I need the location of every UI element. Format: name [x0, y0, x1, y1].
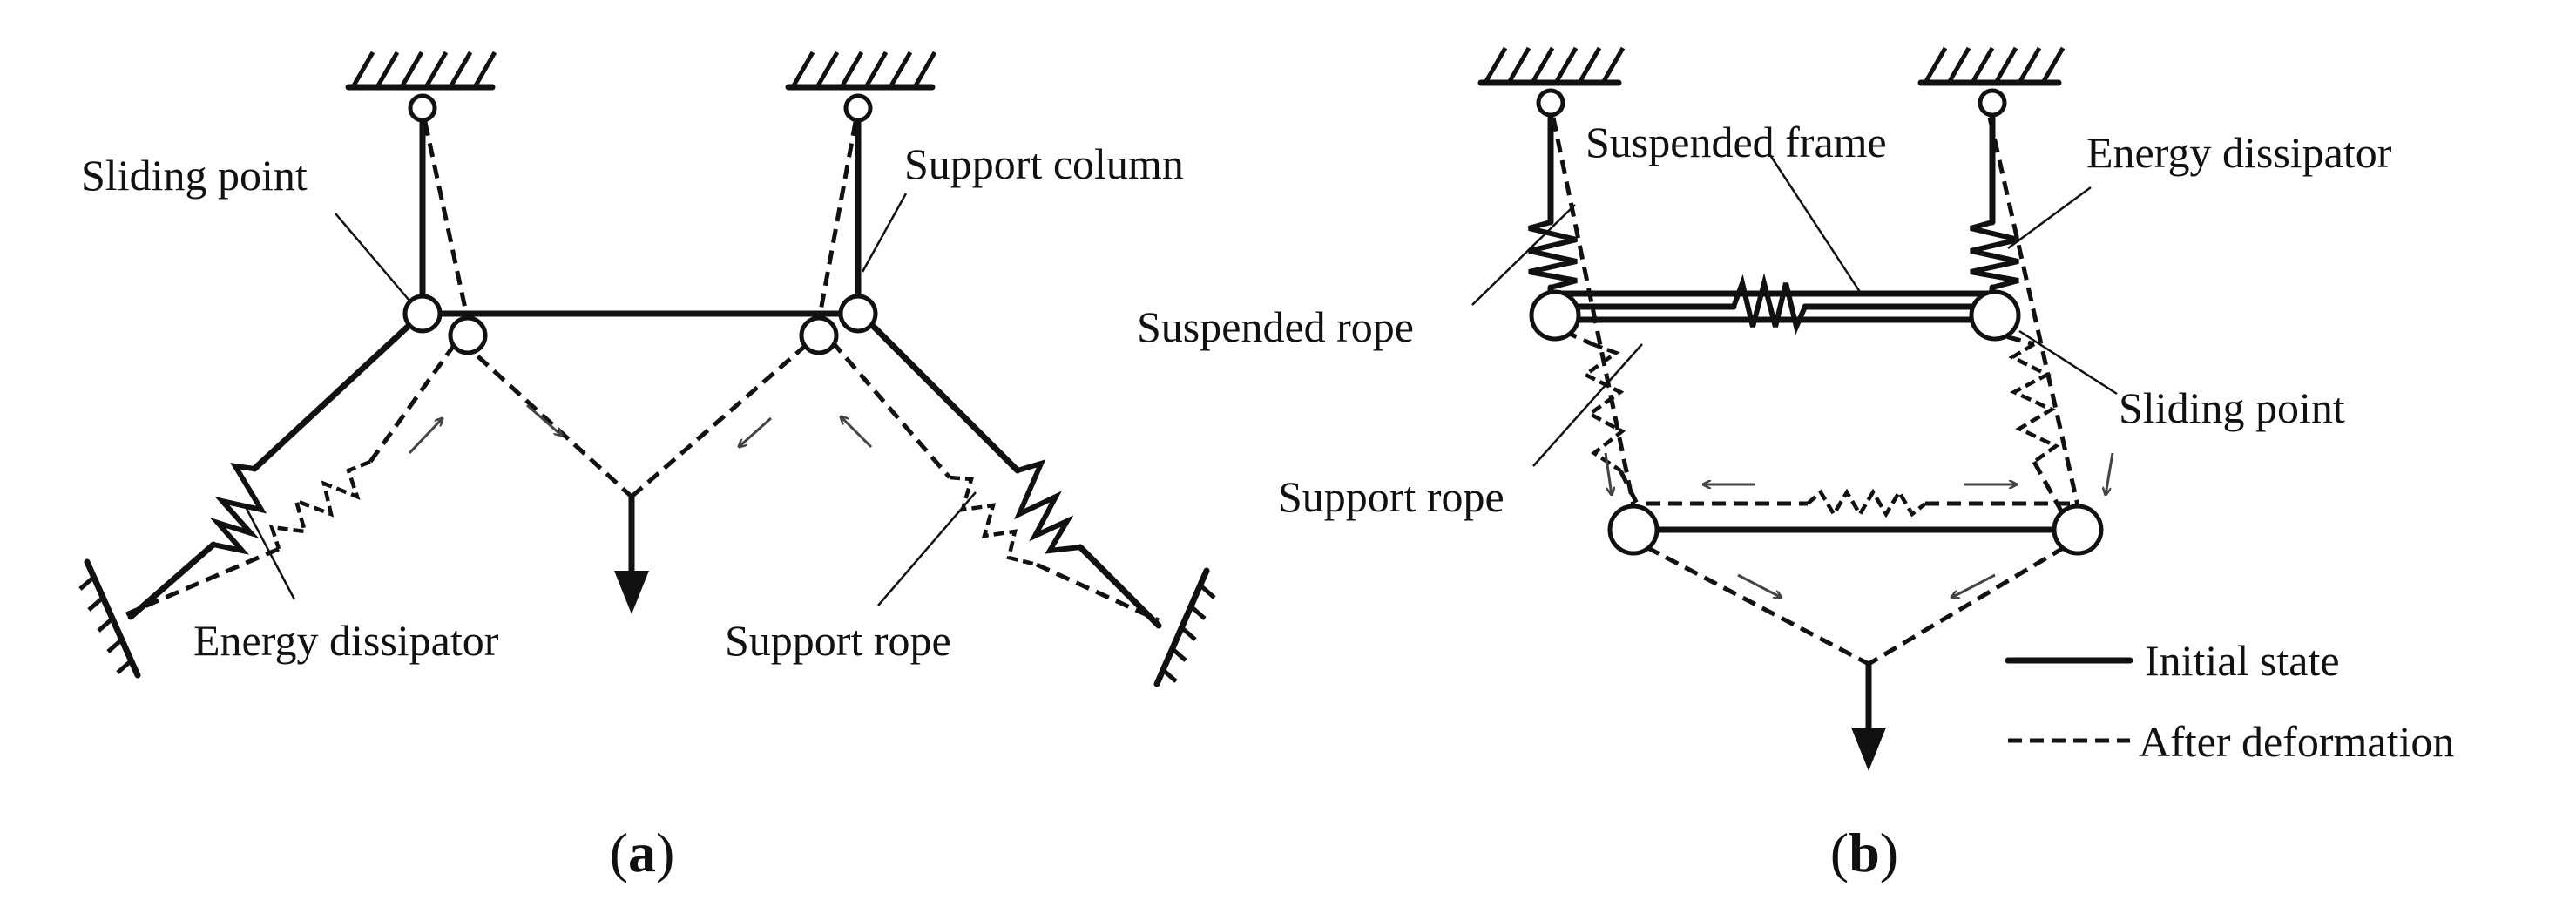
- sliding-point-node: [1529, 289, 1581, 342]
- leader-line: [1767, 152, 1862, 293]
- caption-a: (a): [610, 822, 675, 883]
- label-sliding-point: Sliding point: [81, 151, 308, 200]
- support-rope-right: [870, 323, 1162, 629]
- leader-line: [244, 506, 296, 600]
- sliding-point-node: [402, 294, 443, 334]
- hinge-node: [408, 93, 437, 123]
- label-support-rope-b: Support rope: [1278, 472, 1504, 521]
- label-support-column: Support column: [904, 139, 1184, 188]
- fixed-support-top-left-b: [1477, 46, 1626, 86]
- leader-line: [877, 491, 977, 606]
- hinge-node: [843, 93, 873, 123]
- suspended-frame: [1552, 273, 1998, 335]
- support-rope-right-deformed: [830, 340, 1160, 623]
- support-rope-left-deformed: [125, 340, 812, 617]
- lower-frame-node: [2052, 504, 2104, 556]
- sliding-point-node: [1969, 289, 2021, 342]
- fixed-support-bottom-left: [78, 558, 141, 679]
- label-sliding-point-b: Sliding point: [2119, 383, 2345, 432]
- motion-arrow: [841, 416, 873, 449]
- panel-b: Suspended frame Energy dissipator Suspen…: [1137, 46, 2454, 883]
- load-arrow-b: [1851, 660, 1886, 771]
- label-suspended-rope: Suspended rope: [1137, 302, 1414, 351]
- support-column-right-deformed: [816, 121, 858, 322]
- motion-arrow: [526, 403, 562, 436]
- lower-frame-node: [1607, 504, 1660, 556]
- hinge-node: [1536, 88, 1565, 118]
- label-energy-dissipator-b: Energy dissipator: [2086, 128, 2392, 177]
- support-rope-left: [127, 323, 411, 620]
- fixed-support-bottom-right: [1153, 567, 1216, 687]
- load-rope-right: [1867, 545, 2066, 667]
- suspended-rope-right-deformed: [1987, 117, 2080, 506]
- load-rope-left: [1645, 545, 1870, 667]
- load-arrow-a: [614, 493, 649, 614]
- label-support-rope: Support rope: [725, 616, 951, 665]
- panel-a: Sliding point Support column Energy diss…: [78, 51, 1216, 883]
- legend: Initial state After deformation: [2005, 636, 2454, 766]
- legend-after-deformation: After deformation: [2139, 717, 2454, 766]
- lower-frame-deformed: [1646, 488, 2073, 518]
- motion-arrow: [408, 418, 443, 455]
- sliding-point-node: [838, 294, 878, 334]
- legend-initial-state: Initial state: [2145, 636, 2340, 685]
- sliding-point-node-deformed: [799, 315, 839, 355]
- fixed-support-top-right: [785, 51, 937, 91]
- caption-b: (b): [1830, 822, 1898, 883]
- fixed-support-top-left: [345, 51, 497, 91]
- support-rope-right-b-deformed: [1985, 328, 2066, 516]
- leader-line: [1532, 343, 1643, 467]
- motion-arrow: [2106, 452, 2114, 495]
- label-energy-dissipator: Energy dissipator: [193, 616, 499, 665]
- suspended-rope-left-deformed: [1551, 117, 1636, 506]
- fixed-support-top-right-b: [1917, 46, 2066, 86]
- motion-arrow: [739, 416, 772, 447]
- hinge-node: [1978, 88, 2007, 118]
- motion-arrow: [1604, 452, 1612, 495]
- leader-line: [1471, 204, 1576, 306]
- leader-line: [2018, 329, 2118, 396]
- leader-line: [861, 193, 908, 273]
- support-column-left-deformed: [423, 121, 470, 322]
- sliding-point-node-deformed: [448, 315, 488, 355]
- label-suspended-frame: Suspended frame: [1585, 118, 1887, 166]
- motion-arrow: [1951, 573, 1996, 598]
- leader-line: [335, 213, 410, 301]
- leader-line: [2007, 186, 2092, 250]
- motion-arrow: [1737, 573, 1782, 598]
